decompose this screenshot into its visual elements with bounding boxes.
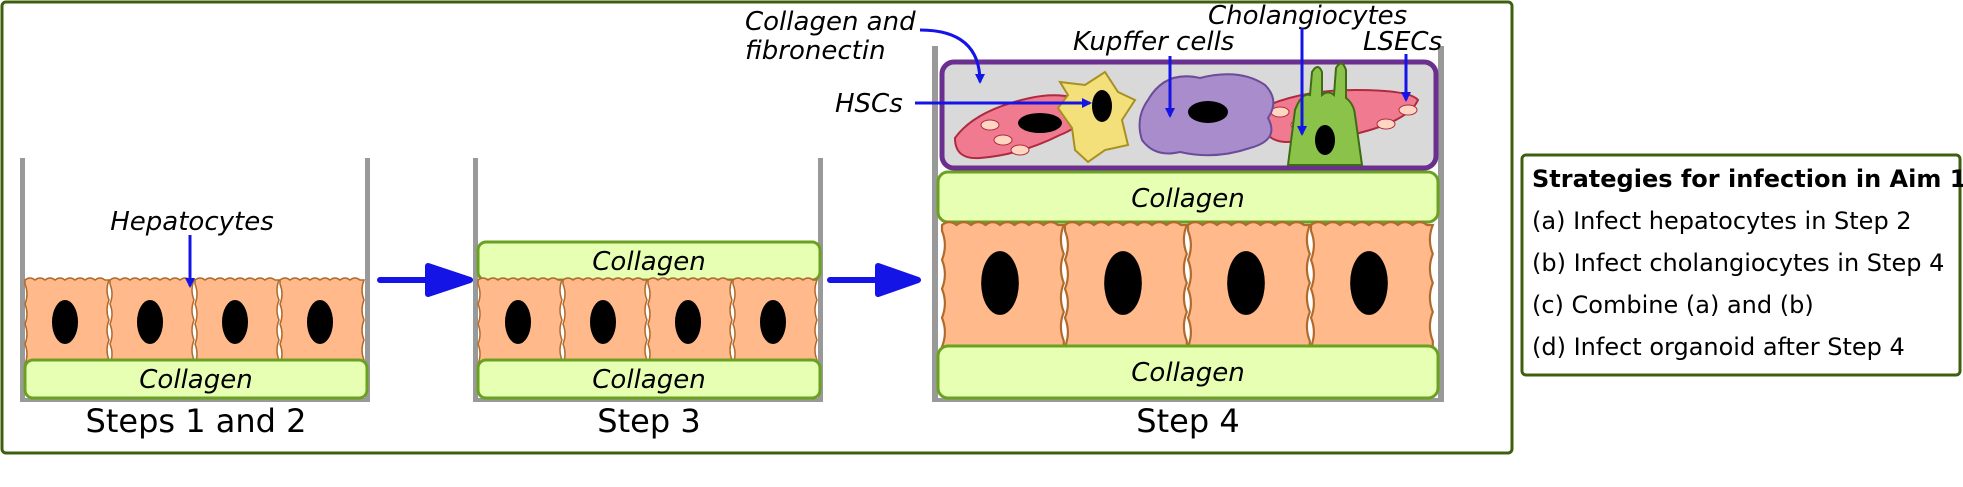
hepatocyte-cell	[477, 277, 563, 367]
legend-item: (a) Infect hepatocytes in Step 2	[1532, 207, 1912, 235]
hepatocyte-cell	[1309, 221, 1434, 351]
hepatocyte-cell	[940, 221, 1065, 351]
hepatocytes-label: Hepatocytes	[110, 207, 274, 237]
cholangiocytes-label: Cholangiocytes	[1208, 1, 1407, 31]
well-wall-right	[1438, 46, 1444, 401]
step3-label: Step 3	[597, 402, 700, 440]
well-step12: Collagen Hepatocytes Steps 1 and 2	[20, 158, 370, 440]
well-floor	[932, 398, 1444, 402]
well-floor	[473, 398, 823, 402]
collagen-layer-middle	[936, 170, 1440, 224]
hepatocyte-cell	[109, 277, 195, 367]
hepatocyte-cell	[279, 277, 365, 367]
well-floor	[20, 398, 370, 402]
hepatocyte-cell	[732, 277, 818, 367]
hepatocyte-layer	[940, 221, 1434, 351]
collagen-label-middle: Collagen	[1131, 184, 1244, 214]
hepatocyte-layer	[24, 277, 365, 367]
hscs-label: HSCs	[835, 89, 903, 119]
hepatocyte-layer	[477, 277, 818, 367]
collagen-label-bottom: Collagen	[592, 365, 705, 395]
well-step3: Collagen Collagen Step 3	[473, 158, 823, 440]
hepatocyte-cell	[24, 277, 110, 367]
lsecs-label: LSECs	[1363, 27, 1442, 57]
well-wall-left	[473, 158, 478, 401]
kupffer-cell	[1138, 73, 1275, 157]
collagen-label: Collagen	[139, 365, 252, 395]
well-step4: Collagen Collagen Step 4 C	[745, 1, 1444, 440]
collagen-fibronectin-pointer	[919, 28, 985, 84]
hepatocyte-cell	[1186, 221, 1311, 351]
hepatocyte-cell	[647, 277, 733, 367]
collagen-label-bottom: Collagen	[1131, 358, 1244, 388]
hepatocyte-cell	[194, 277, 280, 367]
hepatocyte-cell	[1063, 221, 1188, 351]
step12-label: Steps 1 and 2	[86, 402, 307, 440]
collagen-fibronectin-label-line1: Collagen and	[745, 7, 916, 37]
hsc-cell	[1056, 70, 1137, 164]
legend: Strategies for infection in Aim 1 (a) In…	[1532, 165, 1963, 361]
legend-frame	[1520, 153, 1962, 377]
flow-arrow-2	[827, 263, 921, 297]
well-wall-right	[818, 158, 823, 401]
collagen-label-top: Collagen	[592, 247, 705, 277]
legend-item: (b) Infect cholangiocytes in Step 4	[1532, 249, 1944, 277]
collagen-layer-bottom	[476, 358, 822, 400]
legend-item: (d) Infect organoid after Step 4	[1532, 333, 1905, 361]
well-wall-left	[932, 46, 938, 401]
cholangiocyte-cell	[1286, 62, 1364, 166]
well-wall-left	[20, 158, 25, 401]
collagen-layer-bottom	[936, 344, 1440, 400]
legend-title: Strategies for infection in Aim 1	[1532, 165, 1963, 193]
collagen-layer	[23, 358, 369, 400]
step4-label: Step 4	[1136, 402, 1239, 440]
well-wall-right	[365, 158, 370, 401]
flow-arrow-1	[377, 263, 473, 297]
kupffer-label: Kupffer cells	[1073, 27, 1234, 57]
legend-item: (c) Combine (a) and (b)	[1532, 291, 1814, 319]
collagen-fibronectin-label-line2: fibronectin	[745, 36, 886, 66]
hepatocyte-cell	[562, 277, 648, 367]
